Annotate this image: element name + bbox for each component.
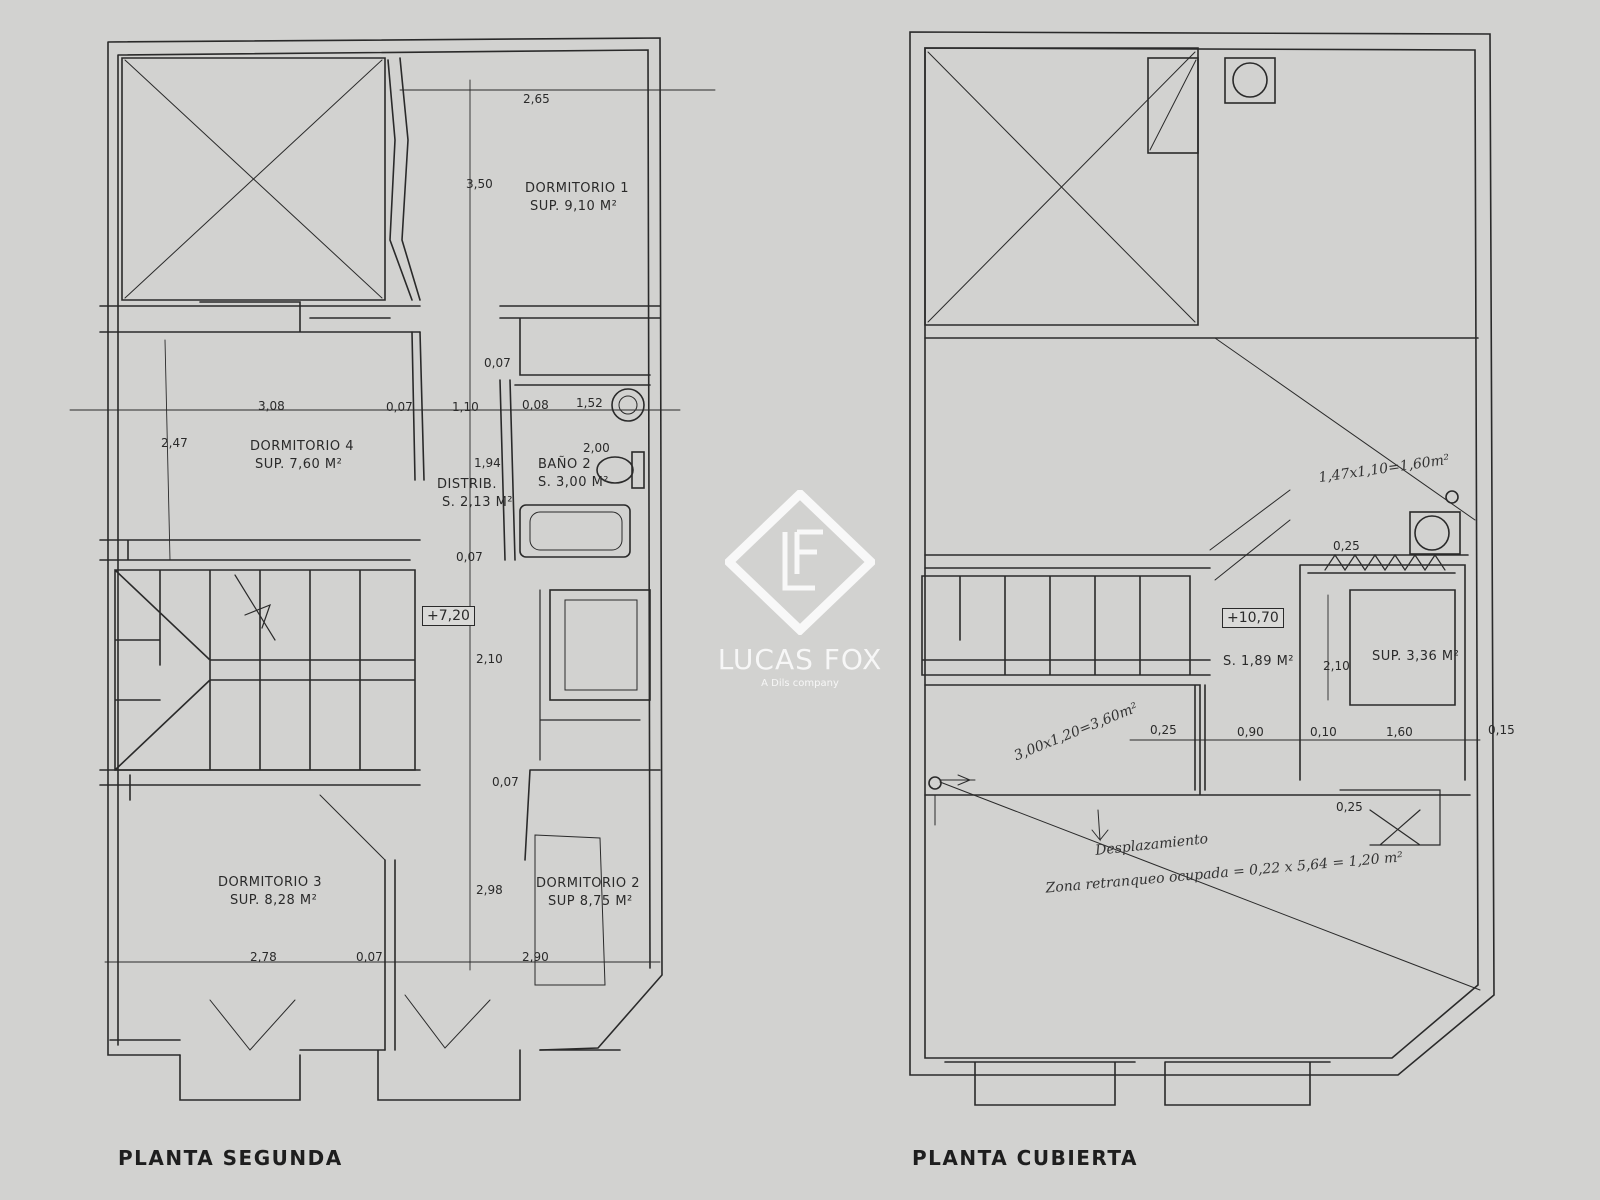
dim-3-50: 3,50 [466, 177, 493, 191]
left-plan-title: PLANTA SEGUNDA [118, 1146, 343, 1170]
doors-bottom [209, 994, 491, 1051]
right-void-cross [927, 51, 1196, 323]
dorm2-wardrobe [534, 834, 606, 986]
wall-row-2 [99, 769, 661, 861]
dorm1-west-wall [387, 57, 421, 301]
dim-2-10: 2,10 [476, 652, 503, 666]
dorm3-east-wall [384, 859, 396, 1051]
dim-2-00: 2,00 [583, 441, 610, 455]
dim-1-52: 1,52 [576, 396, 603, 410]
r-dim-2-10: 2,10 [1323, 659, 1350, 673]
drain-1 [928, 776, 942, 790]
r-dim-0-90: 0,90 [1237, 725, 1264, 739]
distrib-area: S. 2,13 M² [442, 495, 514, 510]
bathtub [519, 504, 631, 558]
dim-2-98: 2,98 [476, 883, 503, 897]
dim-0-07-b: 0,07 [386, 400, 413, 414]
bano-name: BAÑO 2 [538, 457, 592, 472]
dorm2-area: SUP 8,75 M² [548, 894, 633, 909]
right-stair [921, 575, 1211, 676]
dim-0-07-a: 0,07 [484, 356, 511, 370]
dorm4-walls [99, 331, 425, 561]
shaft [549, 589, 651, 701]
left-dim-lines [69, 79, 716, 971]
washbasin-1 [611, 388, 645, 422]
dim-0-07-e: 0,07 [356, 950, 383, 964]
r-dim-0-25-b: 0,25 [1333, 539, 1360, 553]
left-balconies [109, 1039, 621, 1101]
dim-2-47: 2,47 [161, 436, 188, 450]
dorm1-name: DORMITORIO 1 [525, 181, 630, 196]
left-stair [114, 569, 416, 771]
left-void-outline [121, 57, 386, 301]
dim-0-07-c: 0,07 [456, 550, 483, 564]
r-dim-0-10: 0,10 [1310, 725, 1337, 739]
dim-0-08: 0,08 [522, 398, 549, 412]
r-dim-0-25-c: 0,25 [1336, 800, 1363, 814]
left-level-marker: +7,20 [422, 606, 475, 626]
left-outer-wall [107, 37, 663, 1056]
dim-3-08: 3,08 [258, 399, 285, 413]
dim-1-94: 1,94 [474, 456, 501, 470]
right-level-marker: +10,70 [1222, 608, 1284, 628]
watermark-logo-icon [722, 487, 878, 637]
watermark-sub: A Dils company [761, 678, 839, 689]
dorm4-area: SUP. 7,60 M² [255, 457, 343, 472]
r-dim-1-60: 1,60 [1386, 725, 1413, 739]
chimney [1147, 57, 1199, 154]
right-wall-mid [924, 337, 1479, 569]
dim-2-78: 2,78 [250, 950, 277, 964]
dim-2-90: 2,90 [522, 950, 549, 964]
right-plan-title: PLANTA CUBIERTA [912, 1146, 1138, 1170]
right-outer-wall [909, 31, 1495, 1076]
dorm4-name: DORMITORIO 4 [250, 439, 355, 454]
r-dim-0-25-a: 0,25 [1150, 723, 1177, 737]
wall-row-1 [99, 301, 421, 333]
dim-2-65: 2,65 [523, 92, 550, 106]
dorm3-name: DORMITORIO 3 [218, 875, 323, 890]
dorm2-name: DORMITORIO 2 [536, 876, 641, 891]
right-void-outline [924, 47, 1199, 326]
vent-box [1224, 57, 1276, 104]
dorm3-area: SUP. 8,28 M² [230, 893, 318, 908]
watermark-brand: LUCAS FOX [717, 643, 883, 676]
right-dim-lines [1129, 594, 1481, 741]
right-room [1299, 564, 1466, 781]
right-room-area: SUP. 3,36 M² [1372, 649, 1460, 664]
dim-1-10: 1,10 [452, 400, 479, 414]
dim-0-07-d: 0,07 [492, 775, 519, 789]
bano-area: S. 3,00 M² [538, 475, 610, 490]
toilet-1 [596, 456, 634, 484]
bath-top-wall [499, 305, 661, 376]
r-dim-0-15: 0,15 [1488, 723, 1515, 737]
distrib-name: DISTRIB. [437, 477, 497, 492]
right-balconies [944, 1061, 1331, 1106]
washbasin-box [1409, 511, 1461, 555]
zigzag-symbol [1324, 553, 1446, 572]
left-void-cross [124, 59, 383, 299]
watermark: LUCAS FOX A Dils company [700, 487, 900, 689]
stair-arrow [234, 574, 276, 641]
right-stair-area: S. 1,89 M² [1223, 654, 1295, 669]
dorm1-area: SUP. 9,10 M² [530, 199, 618, 214]
